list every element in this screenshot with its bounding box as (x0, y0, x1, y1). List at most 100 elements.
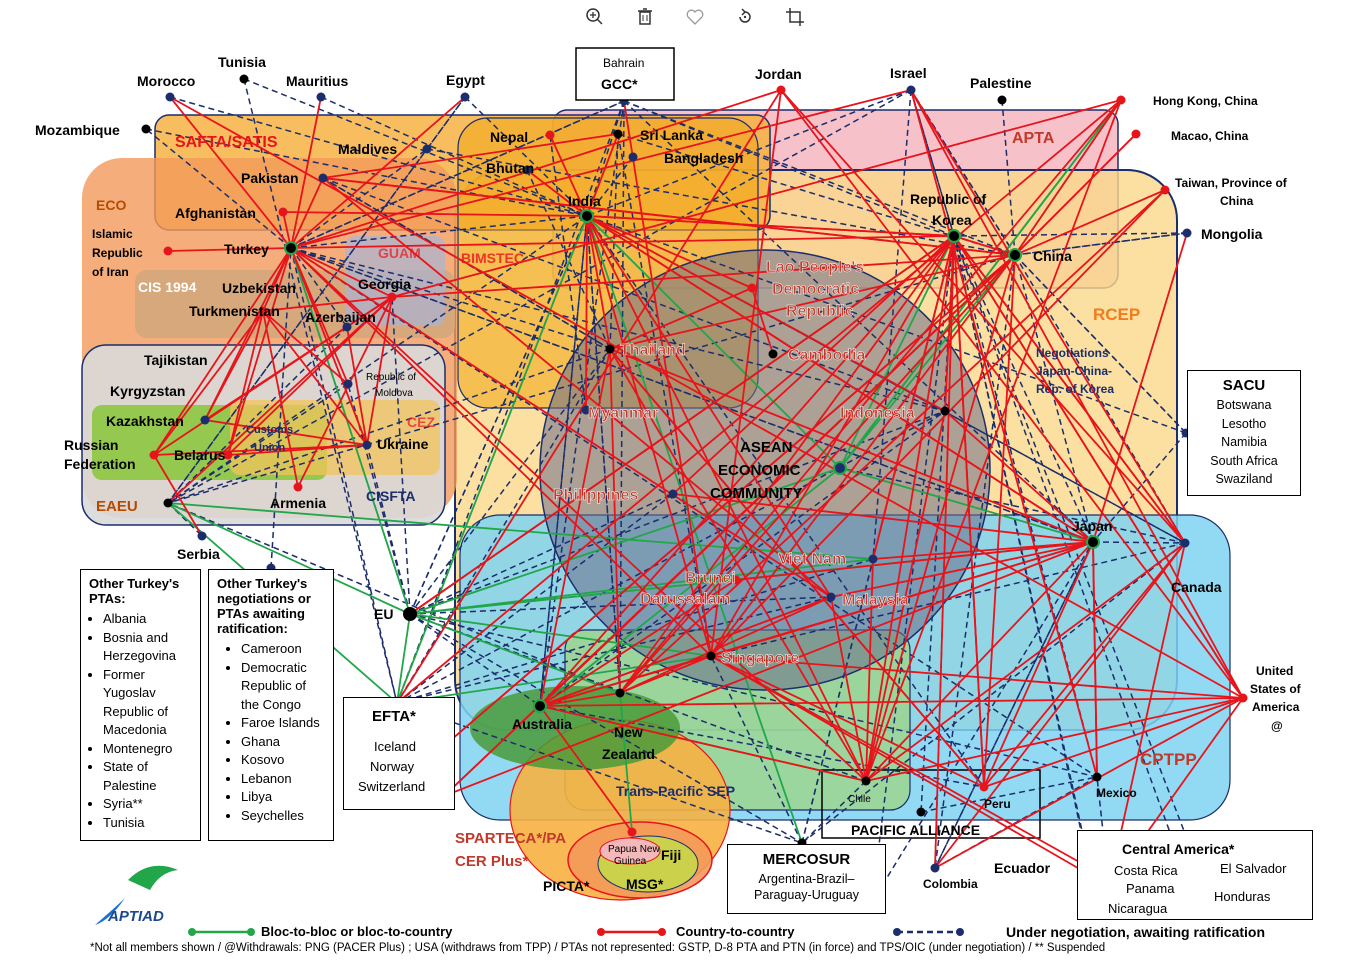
sacu-member: Namibia (1221, 435, 1267, 449)
country-label-macao: Macao, China (1171, 129, 1249, 143)
country-link (153, 454, 203, 537)
node-moldova (343, 379, 353, 389)
central-america-member-2: El Salvador (1220, 861, 1287, 876)
asean-label-2: ECONOMIC (718, 462, 801, 479)
country-label-mozambique: Mozambique (35, 122, 120, 138)
central-america-member-4: Honduras (1214, 889, 1271, 904)
turkey-negotiations-title: Other Turkey's negotiations or PTAs awai… (217, 576, 311, 636)
negotiation-link (839, 467, 1186, 544)
negotiation-link (586, 100, 625, 217)
node-georgia (387, 292, 397, 302)
legend-lines (188, 928, 964, 936)
heart-icon[interactable] (682, 4, 708, 30)
country-link (290, 247, 867, 782)
asean-country-label-lao: Republic (786, 303, 854, 320)
country-link (830, 541, 1094, 598)
negotiations-label-2: Japan-China- (1036, 364, 1112, 378)
turkey-ptas-title: Other Turkey's PTAs: (89, 576, 180, 606)
negotiation-link (1001, 99, 1016, 256)
node-india (580, 209, 594, 223)
negotiation-link (871, 235, 955, 903)
cptpp-label: CPTPP (1140, 750, 1197, 769)
negotiation-link (872, 89, 912, 560)
asean-country-label-malaysia: Malaysia (842, 592, 909, 609)
negotiation-link (1014, 232, 1188, 256)
country-label-turkmenistan: Turkmenistan (189, 303, 280, 319)
country-link (944, 410, 1094, 543)
zoom-in-icon[interactable] (582, 4, 608, 30)
node-mexico (1092, 772, 1102, 782)
node-bangladesh (628, 152, 638, 162)
rotate-icon[interactable] (732, 4, 758, 30)
country-link (609, 287, 753, 350)
country-link (227, 444, 368, 456)
node-myanmar (581, 405, 591, 415)
negotiation-link (290, 247, 611, 350)
trash-icon[interactable] (632, 4, 658, 30)
msg-label: MSG* (626, 876, 664, 892)
country-label-korea: Republic of (910, 191, 987, 207)
negotiations-label-1: Negotiations (1036, 346, 1109, 360)
negotiation-link (1014, 232, 1188, 256)
node-bhutan (522, 165, 532, 175)
pacific-alliance-label: PACIFIC ALLIANCE (851, 822, 980, 838)
country-label-usa: States of (1250, 682, 1302, 696)
country-label-new_zealand: New (614, 724, 643, 740)
country-label-usa: America (1252, 700, 1300, 714)
negotiation-link (145, 128, 292, 249)
asean-country-label-brunei: Darussalam (640, 591, 731, 608)
node-ukraine (362, 440, 372, 450)
negotiation-link (953, 232, 1188, 237)
node-egypt (460, 92, 470, 102)
country-link (953, 235, 985, 788)
country-link (539, 705, 867, 782)
cisfta-label: CISFTA (366, 488, 416, 504)
gcc-title: GCC* (601, 76, 638, 92)
country-link (953, 235, 1186, 544)
negotiation-link (586, 215, 1187, 434)
trans-pacific-sep-label: Trans-Pacific SEP (616, 783, 735, 799)
country-label-usa: @ (1271, 719, 1283, 733)
asean-country-label-indonesia: Indonesia (840, 405, 915, 422)
central-america-member-5: Nicaragua (1108, 901, 1168, 916)
pacific-alliance-region (821, 769, 1041, 839)
node-israel (906, 85, 916, 95)
country-link (983, 541, 1094, 788)
country-label-morocco: Morocco (137, 73, 195, 89)
bloc-link (586, 215, 841, 469)
footnote: *Not all members shown / @Withdrawals: P… (90, 942, 1106, 954)
country-link (751, 287, 774, 355)
crop-icon[interactable] (782, 4, 808, 30)
country-link (290, 247, 832, 598)
sacu-title: SACU (1222, 377, 1266, 394)
negotiation-link (409, 613, 803, 844)
sparteca-label-1: SPARTECA*/PA (455, 830, 566, 847)
sacu-member: Botswana (1216, 398, 1272, 412)
country-label-hong_kong: Hong Kong, China (1153, 94, 1258, 108)
turkey-pta-item: State of Palestine (103, 758, 194, 795)
country-label-usa: United (1256, 664, 1293, 678)
node-asean (833, 461, 847, 475)
country-link (290, 235, 955, 249)
country-link (539, 692, 621, 707)
node-kazakhstan (200, 415, 210, 425)
country-label-belarus: Belarus (174, 447, 226, 463)
turkey-negotiation-item: Libya (241, 788, 327, 807)
negotiation-link (145, 128, 588, 217)
country-label-korea: Korea (932, 212, 972, 228)
country-label-taiwan: China (1220, 194, 1254, 208)
country-link (619, 235, 955, 694)
country-link (539, 697, 1244, 707)
country-label-serbia: Serbia (177, 546, 220, 562)
node-cambodia (768, 349, 778, 359)
node-tunisia (239, 74, 249, 84)
safta-label: SAFTA/SATIS (175, 134, 278, 151)
country-link (1108, 542, 1186, 887)
sacu-member: Lesotho (1221, 416, 1267, 431)
country-label-azerbaijan: Azerbaijan (305, 309, 376, 325)
bloc-link (839, 254, 1016, 469)
country-link (865, 410, 946, 782)
node-hongkong (1116, 95, 1126, 105)
node-png (627, 827, 637, 837)
turkey-ptas-box: Other Turkey's PTAs: AlbaniaBosnia and H… (80, 569, 201, 841)
